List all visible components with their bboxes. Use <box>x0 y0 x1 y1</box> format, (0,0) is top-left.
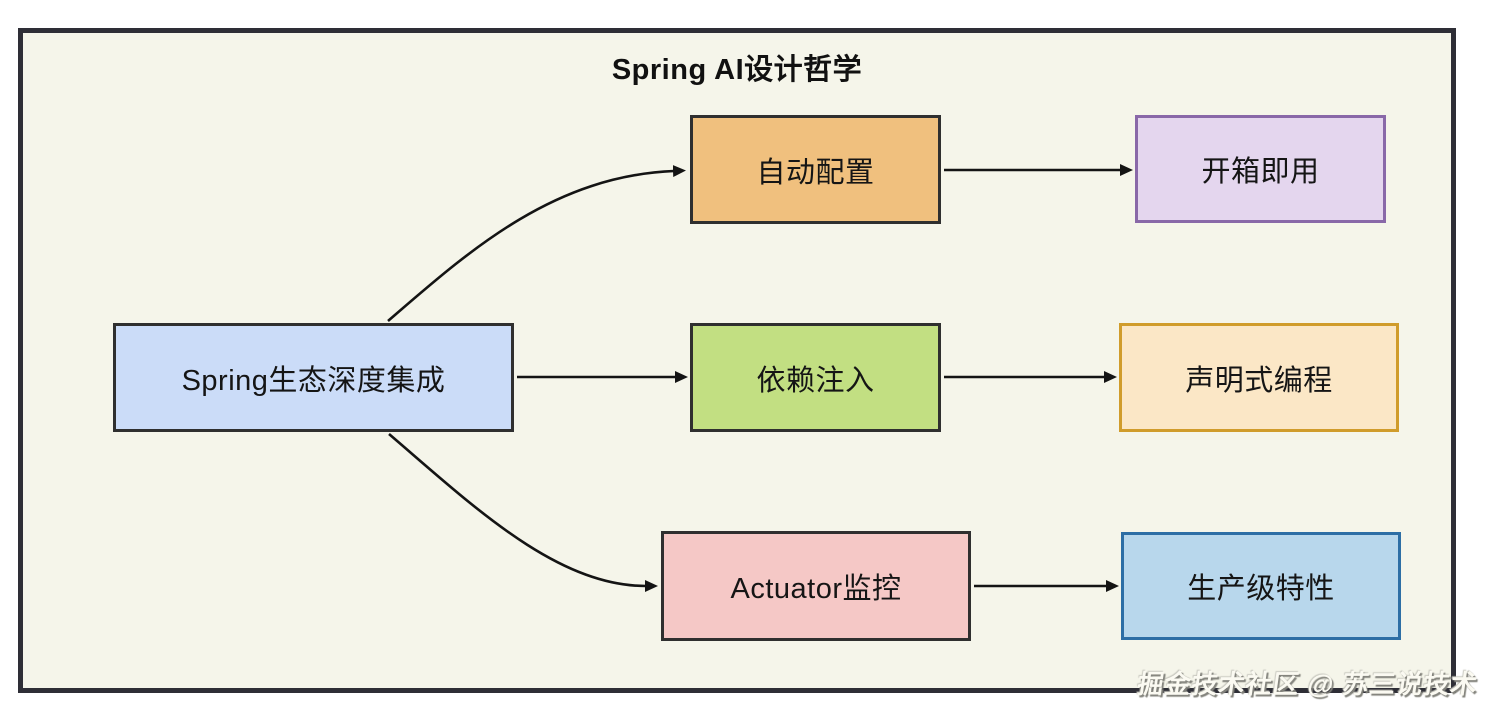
node-actuator-monitoring-label: Actuator监控 <box>730 573 902 605</box>
node-out-of-box: 开箱即用 <box>1135 115 1386 223</box>
node-actuator-monitoring: Actuator监控 <box>661 531 971 641</box>
node-auto-config-label: 自动配置 <box>756 156 875 189</box>
node-production-grade: 生产级特性 <box>1121 532 1401 640</box>
node-declarative-programming-label: 声明式编程 <box>1185 364 1333 397</box>
diagram-title: Spring AI设计哲学 <box>611 54 863 86</box>
node-dependency-injection-label: 依赖注入 <box>756 364 875 397</box>
node-spring-ecosystem-label: Spring生态深度集成 <box>181 364 446 397</box>
node-production-grade-label: 生产级特性 <box>1187 573 1335 605</box>
node-out-of-box-label: 开箱即用 <box>1201 156 1320 188</box>
node-spring-ecosystem: Spring生态深度集成 <box>113 323 514 432</box>
node-declarative-programming: 声明式编程 <box>1119 323 1399 432</box>
node-auto-config: 自动配置 <box>690 115 941 224</box>
node-dependency-injection: 依赖注入 <box>690 323 941 432</box>
watermark: 掘金技术社区 @ 苏三说技术 <box>1135 669 1480 699</box>
